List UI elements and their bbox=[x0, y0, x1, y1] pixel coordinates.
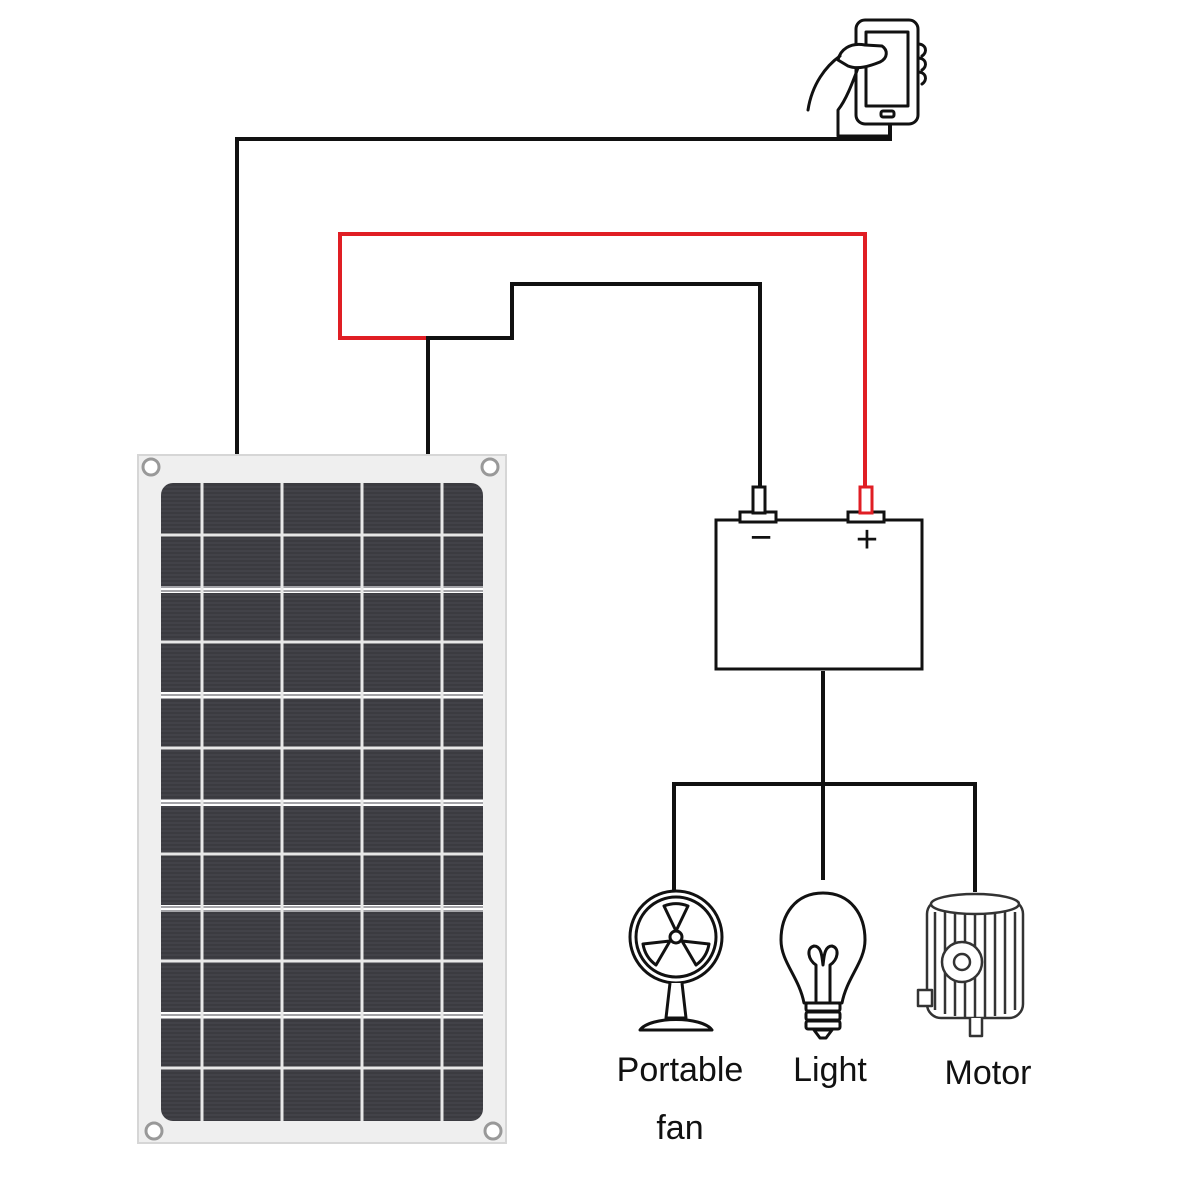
panel-busbars-horizontal bbox=[161, 533, 483, 1070]
grommet-icon bbox=[480, 457, 500, 477]
wire-negative bbox=[426, 282, 762, 486]
wire-load-bus bbox=[672, 782, 977, 892]
panel-cell-corners bbox=[161, 483, 483, 1121]
panel-busbars-vertical bbox=[200, 483, 444, 1121]
motor-label: Motor bbox=[945, 1054, 1032, 1092]
battery-body bbox=[714, 518, 924, 671]
wire-positive bbox=[338, 232, 867, 486]
light-bulb-icon bbox=[779, 891, 867, 1040]
grommet-icon bbox=[483, 1121, 503, 1141]
battery-negative-symbol: − bbox=[750, 517, 772, 559]
fan-label-line1: Portable bbox=[617, 1051, 744, 1089]
panel-grommets bbox=[141, 457, 503, 1141]
battery-negative-clip bbox=[751, 485, 767, 515]
load-labels: Portable fan Light Motor bbox=[617, 1051, 1032, 1147]
motor-icon bbox=[916, 892, 1025, 1038]
fan-icon bbox=[628, 889, 724, 1032]
smartphone-in-hand-icon bbox=[806, 18, 927, 138]
grommet-icon bbox=[141, 457, 161, 477]
wire-panel-to-phone bbox=[235, 125, 892, 455]
panel-cell-texture bbox=[161, 486, 483, 1120]
battery: − + bbox=[714, 485, 924, 671]
solar-panel bbox=[137, 454, 507, 1144]
fan-label-line2: fan bbox=[656, 1109, 703, 1147]
battery-positive-symbol: + bbox=[856, 519, 878, 561]
battery-positive-clip bbox=[858, 485, 874, 515]
light-label: Light bbox=[793, 1051, 867, 1089]
grommet-icon bbox=[144, 1121, 164, 1141]
